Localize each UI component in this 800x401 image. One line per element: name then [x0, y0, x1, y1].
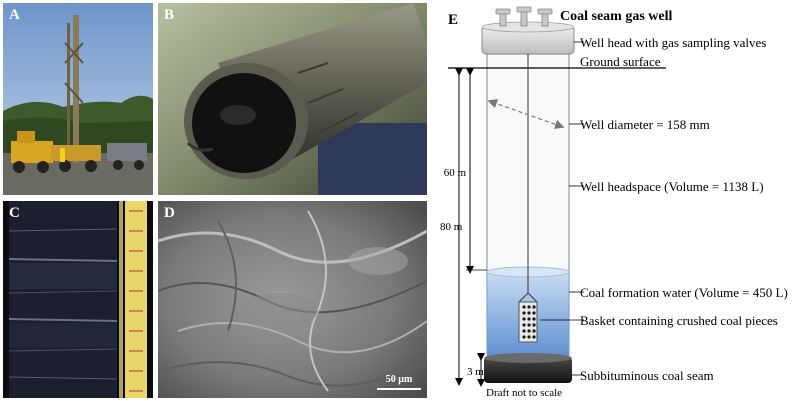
callout-formation-water: Coal formation water (Volume = 450 L) [580, 285, 788, 300]
panel-d-sem-micrograph: D 50 µm [158, 201, 427, 398]
panel-b-label: B [164, 7, 175, 23]
drill-core-illustration [158, 3, 427, 195]
callout-coal-seam: Subbituminous coal seam [580, 368, 714, 383]
diagram-title: Coal seam gas well [560, 9, 672, 24]
callout-well-head: Well head with gas sampling valves [580, 35, 766, 50]
panel-e-label: E [448, 12, 458, 28]
diameter-arrow [487, 99, 565, 129]
coal-core-illustration [3, 201, 153, 398]
callout-well-diameter: Well diameter = 158 mm [580, 117, 710, 132]
callout-ground-surface: Ground surface [580, 54, 661, 69]
callout-leaders [540, 41, 584, 376]
panel-c-coal-core-photo: C [3, 201, 153, 398]
panel-b-drill-core-photo: B [158, 3, 427, 195]
coal-seam-top [484, 353, 572, 363]
well-head-top [481, 21, 575, 33]
depth-80m-label: 80 m [440, 221, 463, 233]
crushed-coal-pieces [522, 305, 536, 339]
panel-c-label: C [9, 205, 20, 221]
seam-thickness-label: 3 m [467, 366, 484, 378]
depth-60m-label: 60 m [444, 167, 467, 179]
gas-sampling-valves-icon [495, 6, 553, 27]
callout-basket: Basket containing crushed coal pieces [580, 313, 778, 328]
callout-headspace: Well headspace (Volume = 1138 L) [580, 179, 764, 194]
scale-bar-label: 50 µm [385, 374, 413, 385]
drill-rig-illustration [3, 3, 153, 195]
panel-d-label: D [164, 205, 175, 221]
panel-a-label: A [9, 7, 20, 23]
coal-seam [484, 357, 572, 383]
footnote-not-to-scale: Draft not to scale [486, 387, 562, 399]
panel-a-drill-rig-photo: A [3, 3, 153, 195]
sem-surface-illustration [158, 201, 427, 398]
